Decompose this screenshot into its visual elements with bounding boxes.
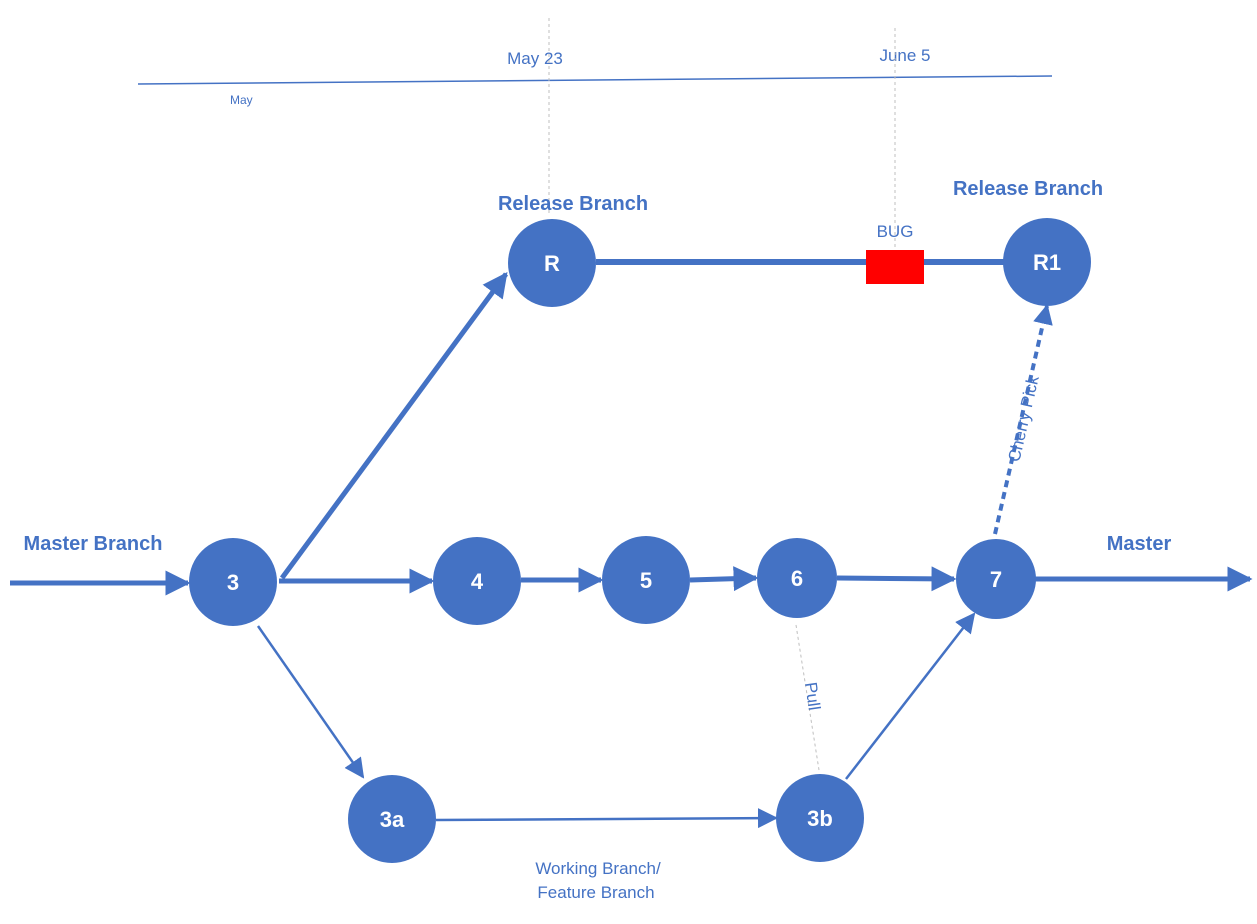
node-3: 3 <box>189 538 277 626</box>
bug-label: BUG <box>877 222 914 241</box>
arrow-5-to-6 <box>689 566 759 592</box>
node-3-label: 3 <box>227 570 239 595</box>
node-3b-label: 3b <box>807 806 833 831</box>
node-4: 4 <box>433 537 521 625</box>
pull-label: Pull <box>801 681 824 712</box>
master-title-right: Master <box>1107 533 1172 555</box>
release-branch-title-right: Release Branch <box>953 178 1103 200</box>
master-branch-title: Master Branch <box>24 533 163 555</box>
node-r1: R1 <box>1003 218 1091 306</box>
node-4-label: 4 <box>471 569 484 594</box>
node-7-label: 7 <box>990 567 1002 592</box>
bug-marker <box>866 250 924 284</box>
arrow-3b-to-7 <box>845 612 976 780</box>
node-r: R <box>508 219 596 307</box>
node-5: 5 <box>602 536 690 624</box>
node-6: 6 <box>757 538 837 618</box>
node-6-label: 6 <box>791 566 803 591</box>
node-3a: 3a <box>348 775 436 863</box>
arrow-6-to-7 <box>836 566 957 592</box>
arrow-3-to-3a <box>256 625 365 779</box>
node-r-label: R <box>544 251 560 276</box>
node-3a-label: 3a <box>380 807 405 832</box>
arrow-3a-to-3b <box>435 808 778 829</box>
arrow-3-to-r <box>279 271 509 580</box>
timeline-date-may23: May 23 <box>507 49 563 68</box>
working-branch-label-line2: Feature Branch <box>537 883 654 902</box>
arrow-cherry-pick <box>993 304 1053 535</box>
working-branch-label-line1: Working Branch/ <box>535 859 661 878</box>
release-branch-title-left: Release Branch <box>498 193 648 215</box>
cherry-pick-label: Cherry Pick <box>1005 373 1043 463</box>
pull-line <box>795 624 820 771</box>
node-5-label: 5 <box>640 568 652 593</box>
timeline-line <box>137 75 1053 85</box>
node-3b: 3b <box>776 774 864 862</box>
node-7: 7 <box>956 539 1036 619</box>
timeline-date-june5: June 5 <box>879 46 930 65</box>
timeline-month-label: May <box>230 93 253 107</box>
node-r1-label: R1 <box>1033 250 1061 275</box>
